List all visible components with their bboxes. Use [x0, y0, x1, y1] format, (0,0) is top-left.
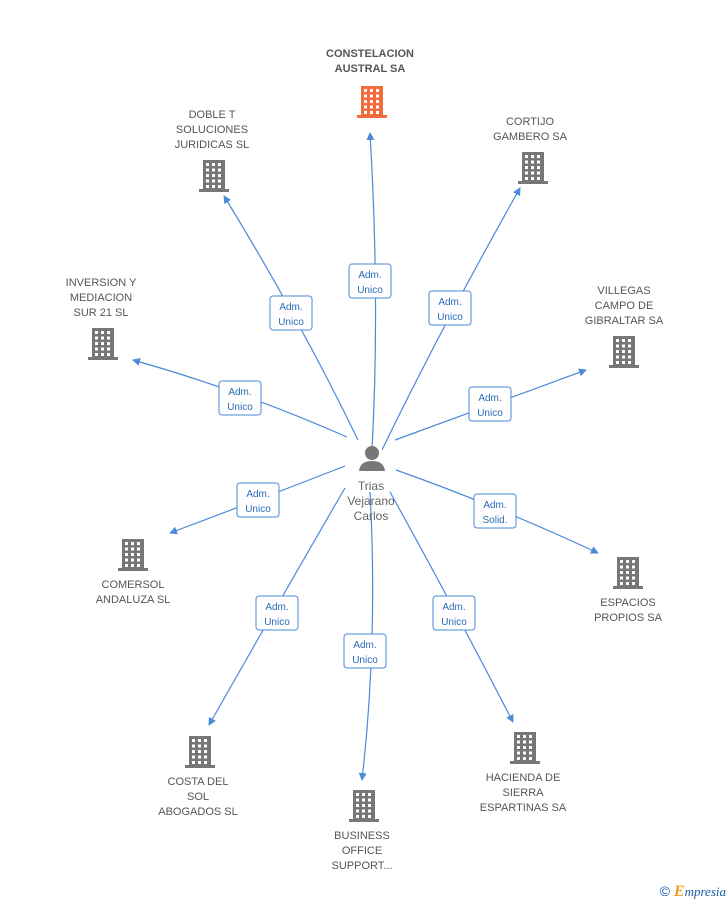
relation-text: Adm.	[228, 387, 251, 398]
relation-text: Unico	[264, 617, 290, 628]
company-node-business[interactable]: BUSINESS OFFICE SUPPORT...	[332, 790, 393, 872]
person-name-line: Trias	[358, 479, 384, 493]
company-name-line: VILLEGAS	[597, 285, 650, 297]
company-name-line: JURIDICAS SL	[175, 139, 250, 151]
person-icon	[359, 446, 385, 471]
company-name-line: BUSINESS	[334, 830, 390, 842]
company-name-line: CORTIJO	[506, 116, 555, 128]
company-node-hacienda[interactable]: HACIENDA DE SIERRA ESPARTINAS SA	[480, 732, 567, 814]
relation-text: Adm.	[478, 393, 501, 404]
relation-text: Unico	[278, 317, 304, 328]
relation-label-doble-t[interactable]: Adm. Unico	[269, 295, 313, 331]
company-name-line: ANDALUZA SL	[96, 594, 171, 606]
company-name-line: HACIENDA DE	[486, 772, 561, 784]
building-icon	[199, 160, 229, 192]
relation-text: Unico	[357, 285, 383, 296]
relation-label-costa[interactable]: Adm. Unico	[255, 595, 299, 631]
company-name-line: CAMPO DE	[595, 300, 654, 312]
relation-text: Adm.	[358, 270, 381, 281]
relation-text: Adm.	[246, 489, 269, 500]
building-icon	[185, 736, 215, 768]
company-node-espacios[interactable]: ESPACIOS PROPIOS SA	[594, 557, 663, 624]
company-name-line: SOLUCIONES	[176, 124, 248, 136]
relation-text: Adm.	[438, 297, 461, 308]
company-name-line: SOL	[187, 791, 209, 803]
building-icon	[118, 539, 148, 571]
relation-text: Adm.	[442, 602, 465, 613]
relation-label-hacienda[interactable]: Adm. Unico	[432, 595, 476, 631]
person-name-line: Carlos	[354, 509, 389, 523]
company-name-line: SUPPORT...	[332, 860, 393, 872]
relation-label-comersol[interactable]: Adm. Unico	[236, 482, 280, 518]
company-name-line: COSTA DEL	[168, 776, 229, 788]
company-node-cortijo[interactable]: CORTIJO GAMBERO SA	[493, 116, 568, 184]
relation-text: Adm.	[279, 302, 302, 313]
company-name-line: INVERSION Y	[66, 277, 137, 289]
company-name-line: ESPARTINAS SA	[480, 802, 567, 814]
relation-text: Unico	[437, 312, 463, 323]
company-node-doble-t[interactable]: DOBLE T SOLUCIONES JURIDICAS SL	[175, 109, 250, 192]
company-name-line: ABOGADOS SL	[158, 806, 237, 818]
relation-label-cortijo[interactable]: Adm. Unico	[428, 290, 472, 326]
relation-label-inversion[interactable]: Adm. Unico	[218, 380, 262, 416]
building-icon	[609, 336, 639, 368]
relation-text: Unico	[227, 402, 253, 413]
relation-label-espacios[interactable]: Adm. Solid.	[473, 493, 517, 529]
company-name-line: AUSTRAL SA	[335, 63, 406, 75]
company-node-constelacion[interactable]: CONSTELACION AUSTRAL SA	[326, 48, 414, 118]
relation-text: Unico	[477, 408, 503, 419]
company-name-line: CONSTELACION	[326, 48, 414, 60]
building-icon	[510, 732, 540, 764]
building-icon	[518, 152, 548, 184]
copyright-symbol: ©	[659, 883, 670, 899]
company-name-line: SIERRA	[503, 787, 545, 799]
building-icon	[613, 557, 643, 589]
relation-text: Adm.	[265, 602, 288, 613]
company-name-line: MEDIACION	[70, 292, 132, 304]
company-name-line: DOBLE T	[189, 109, 236, 121]
company-node-comersol[interactable]: COMERSOL ANDALUZA SL	[96, 539, 171, 606]
copyright-credit: ©Empresia	[660, 883, 726, 901]
relation-label-constelacion[interactable]: Adm. Unico	[348, 263, 392, 299]
person-name-line: Vejarano	[347, 494, 395, 508]
relation-text: Unico	[441, 617, 467, 628]
company-name-line: ESPACIOS	[600, 597, 655, 609]
company-node-costa[interactable]: COSTA DEL SOL ABOGADOS SL	[158, 736, 238, 818]
company-name-line: SUR 21 SL	[73, 307, 128, 319]
company-name-line: OFFICE	[342, 845, 382, 857]
relation-text: Adm.	[353, 640, 376, 651]
brand-name: mpresia	[684, 884, 726, 899]
company-node-inversion[interactable]: INVERSION Y MEDIACION SUR 21 SL	[66, 277, 137, 360]
building-icon	[357, 86, 387, 118]
company-name-line: COMERSOL	[102, 579, 165, 591]
building-icon	[349, 790, 379, 822]
company-node-villegas[interactable]: VILLEGAS CAMPO DE GIBRALTAR SA	[585, 285, 664, 368]
relation-label-villegas[interactable]: Adm. Unico	[468, 386, 512, 422]
relation-text: Unico	[352, 655, 378, 666]
company-name-line: GIBRALTAR SA	[585, 315, 664, 327]
company-name-line: PROPIOS SA	[594, 612, 663, 624]
relation-text: Adm.	[483, 500, 506, 511]
relation-text: Solid.	[482, 515, 507, 526]
company-name-line: GAMBERO SA	[493, 131, 568, 143]
relation-text: Unico	[245, 504, 271, 515]
building-icon	[88, 328, 118, 360]
relation-label-business[interactable]: Adm. Unico	[343, 633, 387, 669]
brand-initial: E	[673, 883, 685, 900]
